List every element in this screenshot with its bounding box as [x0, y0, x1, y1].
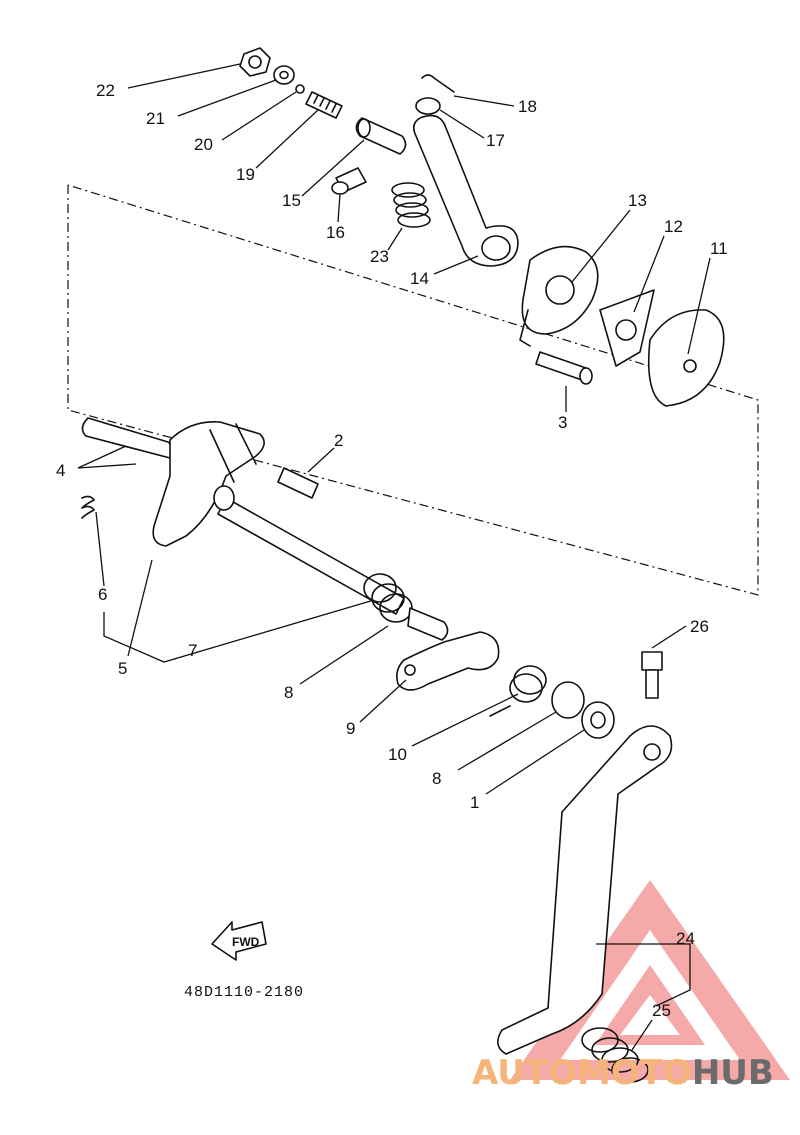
part-washer-21 [273, 65, 295, 85]
part-spring-23 [391, 182, 431, 228]
callout-12: 12 [664, 217, 683, 236]
part-seal-1 [581, 701, 615, 739]
part-cam-11 [647, 309, 725, 407]
part-nut-22 [239, 47, 271, 77]
part-shift-forks-4 [81, 417, 265, 547]
fwd-label: FWD [232, 935, 260, 949]
part-collar-8a [363, 573, 449, 641]
callout-18: 18 [518, 97, 537, 116]
callout-labels: 22 21 20 19 15 16 23 18 17 14 13 12 11 3… [56, 81, 728, 1020]
callout-24: 24 [676, 929, 695, 948]
part-clip-17 [415, 97, 441, 115]
callout-8a: 8 [284, 683, 293, 702]
callout-7: 7 [188, 641, 197, 660]
part-bolt-3 [535, 351, 593, 385]
callout-19: 19 [236, 165, 255, 184]
part-cotter-pin-18 [421, 74, 455, 93]
callout-4: 4 [56, 461, 65, 480]
callout-15: 15 [282, 191, 301, 210]
part-shaft-7 [213, 485, 405, 615]
callout-5: 5 [118, 659, 127, 678]
callout-9: 9 [346, 719, 355, 738]
callout-3: 3 [558, 413, 567, 432]
part-bolt-19 [305, 91, 343, 119]
part-spring-10 [489, 665, 547, 717]
part-pin-16 [331, 167, 367, 195]
part-plate-12 [599, 289, 655, 367]
callout-6: 6 [98, 585, 107, 604]
callout-26: 26 [690, 617, 709, 636]
part-shift-pedal-24 [497, 725, 673, 1055]
part-shift-arm-14 [412, 114, 519, 267]
watermark-text: AUTOMOTOHUB [472, 1053, 774, 1093]
callout-13: 13 [628, 191, 647, 210]
part-pin-15 [355, 117, 407, 155]
callout-10: 10 [388, 745, 407, 764]
callout-23: 23 [370, 247, 389, 266]
callout-2: 2 [334, 431, 343, 450]
callout-11: 11 [710, 239, 728, 258]
callout-21: 21 [146, 109, 165, 128]
callout-16: 16 [326, 223, 345, 242]
callout-25: 25 [652, 1001, 671, 1020]
callout-20: 20 [194, 135, 213, 154]
watermark-part2: HUB [692, 1053, 774, 1093]
callout-8b: 8 [432, 769, 441, 788]
leader-lines [77, 63, 711, 1051]
part-bolt-26 [641, 651, 663, 699]
watermark-logo-icon [510, 880, 790, 1080]
part-washer-20 [295, 84, 305, 94]
part-lever-9 [396, 631, 500, 691]
part-rubber-25 [581, 1027, 649, 1083]
part-washer-8b [551, 681, 585, 719]
part-plate-13 [519, 245, 599, 347]
part-spring-6 [81, 495, 95, 519]
callout-17: 17 [486, 131, 505, 150]
part-pin-2 [277, 467, 319, 499]
callout-14: 14 [410, 269, 429, 288]
callout-1: 1 [470, 793, 479, 812]
callout-22: 22 [96, 81, 115, 100]
fwd-arrow-icon: FWD [211, 921, 267, 961]
watermark-part1: AUTOMOTO [472, 1053, 692, 1093]
diagram-code: 48D1110-2180 [184, 984, 304, 1001]
